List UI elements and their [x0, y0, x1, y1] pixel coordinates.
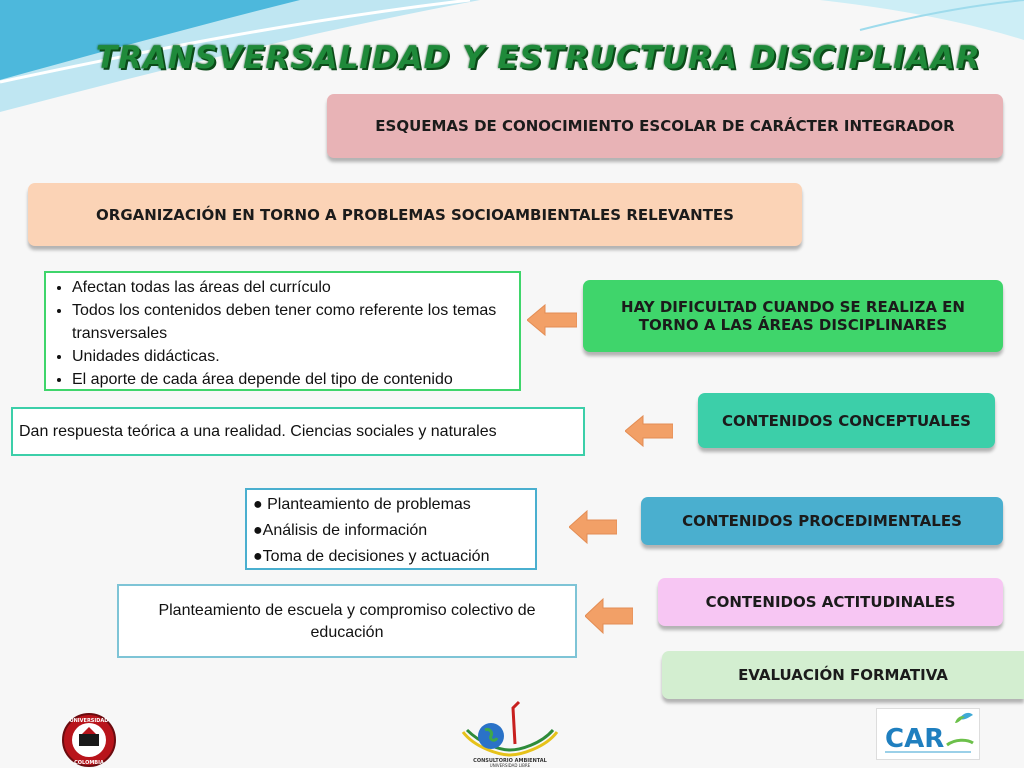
esquemas-label: ESQUEMAS DE CONOCIMIENTO ESCOLAR DE CARÁ… [375, 117, 955, 135]
procedimentales-box: CONTENIDOS PROCEDIMENTALES [641, 497, 1003, 545]
conceptuales-text: Dan respuesta teórica a una realidad. Ci… [19, 422, 497, 440]
left-arrow-icon [527, 303, 577, 337]
actitudinales-text: Planteamiento de escuela y compromiso co… [158, 602, 536, 641]
list-item: Unidades didácticas. [72, 345, 515, 368]
actitudinales-label: CONTENIDOS ACTITUDINALES [705, 593, 956, 611]
background-swoosh [0, 0, 1024, 112]
list-item: Todos los contenidos deben tener como re… [72, 299, 515, 345]
actitudinales-box: CONTENIDOS ACTITUDINALES [658, 578, 1003, 626]
svg-text:UNIVERSIDAD LIBRE: UNIVERSIDAD LIBRE [490, 763, 531, 768]
conceptuales-text-box: Dan respuesta teórica a una realidad. Ci… [11, 407, 585, 456]
dificultad-list-box: Afectan todas las áreas del currículo To… [44, 271, 521, 391]
left-arrow-icon [569, 509, 617, 545]
procedimentales-list-box: ● Planteamiento de problemas ●Análisis d… [245, 488, 537, 570]
evaluacion-box: EVALUACIÓN FORMATIVA [662, 651, 1024, 699]
list-item: ●Toma de decisiones y actuación [253, 548, 490, 565]
consultorio-ambiental-logo: CONSULTORIO AMBIENTAL UNIVERSIDAD LIBRE [461, 700, 559, 768]
universidad-libre-logo: UNIVERSIDAD COLOMBIA [62, 713, 116, 767]
evaluacion-label: EVALUACIÓN FORMATIVA [738, 666, 948, 684]
svg-text:CONSULTORIO AMBIENTAL: CONSULTORIO AMBIENTAL [473, 758, 547, 764]
svg-text:COLOMBIA: COLOMBIA [74, 760, 104, 766]
list-item: Afectan todas las áreas del currículo [72, 276, 515, 299]
organizacion-box: ORGANIZACIÓN EN TORNO A PROBLEMAS SOCIOA… [28, 183, 802, 246]
svg-text:CAR: CAR [885, 724, 944, 754]
conceptuales-box: CONTENIDOS CONCEPTUALES [698, 393, 995, 448]
page-title: TRANSVERSALIDAD Y ESTRUCTURA DISCIPLIAAR [96, 40, 981, 76]
actitudinales-text-box: Planteamiento de escuela y compromiso co… [117, 584, 577, 658]
dificultad-box: HAY DIFICULTAD CUANDO SE REALIZA EN TORN… [583, 280, 1003, 352]
conceptuales-label: CONTENIDOS CONCEPTUALES [722, 411, 971, 430]
list-item: El aporte de cada área depende del tipo … [72, 368, 515, 391]
svg-text:UNIVERSIDAD: UNIVERSIDAD [70, 718, 109, 724]
car-logo: CAR [876, 708, 980, 760]
esquemas-box: ESQUEMAS DE CONOCIMIENTO ESCOLAR DE CARÁ… [327, 94, 1003, 158]
dificultad-list: Afectan todas las áreas del currículo To… [50, 276, 515, 391]
organizacion-label: ORGANIZACIÓN EN TORNO A PROBLEMAS SOCIOA… [96, 205, 734, 224]
left-arrow-icon [625, 414, 673, 448]
left-arrow-icon [585, 597, 633, 635]
procedimentales-label: CONTENIDOS PROCEDIMENTALES [682, 512, 962, 530]
car-logo-graphic: CAR [885, 712, 974, 754]
dificultad-label-line1: HAY DIFICULTAD CUANDO SE REALIZA EN [621, 298, 965, 316]
list-item: ●Análisis de información [253, 522, 428, 539]
list-item: ● Planteamiento de problemas [253, 496, 471, 513]
dificultad-label-line2: TORNO A LAS ÁREAS DISCIPLINARES [638, 316, 948, 334]
